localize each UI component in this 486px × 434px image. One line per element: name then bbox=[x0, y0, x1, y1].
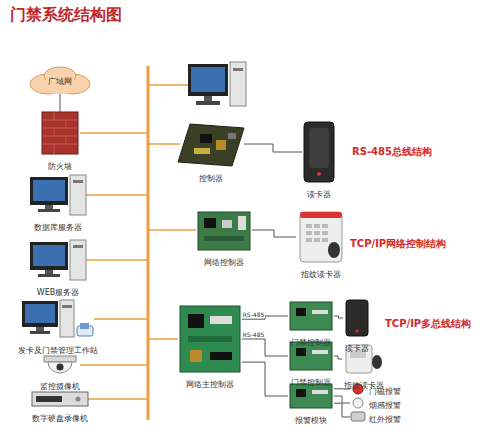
structure-label: TCP/IP多总线结构 bbox=[385, 318, 471, 330]
connector-line bbox=[252, 230, 296, 237]
device-label: 指纹读卡器 bbox=[301, 270, 341, 279]
structure-label: TCP/IP网络控制结构 bbox=[350, 238, 446, 250]
device-label: 红外报警 bbox=[369, 415, 401, 424]
device-node: 读卡器 bbox=[302, 122, 336, 201]
connector-line bbox=[60, 94, 61, 112]
device-label: WEB服务器 bbox=[37, 288, 79, 297]
device-node: 门禁控制器 bbox=[288, 302, 334, 349]
signal-label: RS-485 bbox=[242, 331, 266, 338]
device-node: 读卡器 bbox=[343, 300, 371, 355]
device-label: 广域网 bbox=[48, 77, 72, 86]
device-label: 发卡及门禁管理工作站 bbox=[18, 346, 98, 355]
connector-line bbox=[244, 144, 302, 152]
device-label: 防火墙 bbox=[48, 162, 72, 171]
device-label: 读卡器 bbox=[307, 190, 331, 199]
device-node: 烟感报警 bbox=[350, 398, 403, 408]
device-node: 发卡及门禁管理工作站 bbox=[16, 300, 100, 357]
device-label: 数字硬盘录像机 bbox=[32, 414, 88, 423]
device-label: 网络控制器 bbox=[204, 258, 244, 267]
device-node: 数据库服务器 bbox=[30, 175, 86, 234]
device-label: 读卡器 bbox=[345, 344, 369, 353]
device-node: 红外报警 bbox=[350, 412, 403, 422]
connector-line bbox=[334, 316, 343, 318]
device-node: 防火墙 bbox=[40, 112, 80, 173]
device-node: 网络主控制器 bbox=[178, 306, 242, 391]
device-label: 门禁控制器 bbox=[291, 378, 331, 387]
device-node: 控制器 bbox=[178, 122, 244, 185]
device-label: 控制器 bbox=[199, 174, 223, 183]
device-label: 门禁控制器 bbox=[291, 338, 331, 347]
device-node: 数字硬盘录像机 bbox=[30, 392, 90, 425]
device-label: 门磁报警 bbox=[369, 387, 401, 396]
device-node: 报警模块 bbox=[288, 384, 334, 427]
device-node: 指纹读卡器 bbox=[342, 345, 386, 392]
connector-line bbox=[242, 362, 288, 396]
device-node: WEB服务器 bbox=[30, 240, 86, 299]
device-label: 报警模块 bbox=[295, 416, 327, 425]
connector-line bbox=[242, 339, 288, 356]
device-node: 监控摄像机 bbox=[38, 356, 82, 393]
device-node: 门禁控制器 bbox=[288, 342, 334, 389]
device-label: 监控摄像机 bbox=[40, 382, 80, 391]
device-node: 指纹读卡器 bbox=[296, 212, 346, 281]
connector-line bbox=[334, 396, 350, 403]
device-node: 门磁报警 bbox=[350, 384, 403, 394]
device-label: 数据库服务器 bbox=[34, 223, 82, 232]
device-label: 网络主控制器 bbox=[186, 380, 234, 389]
connector-line bbox=[334, 356, 342, 359]
signal-label: RS-485 bbox=[242, 311, 266, 318]
structure-label: RS-485总线结构 bbox=[352, 146, 432, 158]
diagram-title: 门禁系统结构图 bbox=[10, 5, 122, 26]
device-node: 广域网 bbox=[30, 68, 90, 94]
device-node: 网络控制器 bbox=[196, 210, 252, 269]
connector-line bbox=[334, 403, 350, 417]
device-label: 烟感报警 bbox=[369, 401, 401, 410]
